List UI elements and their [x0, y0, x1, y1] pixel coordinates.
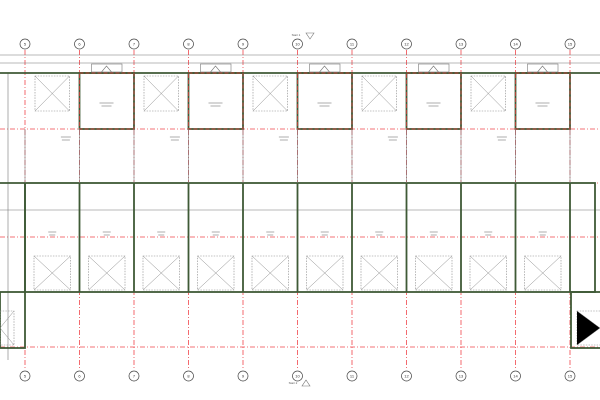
- grid-bubble-label: 11: [350, 42, 355, 47]
- grid-bubble: [237, 370, 249, 382]
- corner-stair-enclosure: [570, 291, 600, 349]
- grid-bubbles-top: 5 6 7 8 9 10 11 12 13 14 15: [19, 38, 576, 50]
- stair-opening-cross: [88, 255, 126, 291]
- grid-bubble-label: 12: [404, 42, 409, 47]
- grid-bubbles-bottom: 5 6 7 8 9 10 11 12 13 14 15: [19, 370, 576, 382]
- grid-bubble: [401, 370, 412, 382]
- room-enclosure: [514, 72, 571, 130]
- grid-bubble: [128, 38, 140, 50]
- grid-bubble-label: 14: [513, 374, 518, 379]
- grid-bubble-label: 11: [350, 374, 355, 379]
- grid-bubble: [564, 38, 576, 50]
- grid-bubble-label: 15: [568, 374, 573, 379]
- stair-opening-cross: [469, 255, 507, 291]
- door-swing-icon: [210, 65, 221, 73]
- grid-bubble: [292, 370, 303, 382]
- door-symbol: [527, 63, 559, 73]
- grid-bubble-label: 9: [242, 42, 245, 47]
- grid-lines: [0, 50, 600, 368]
- door-symbol: [418, 63, 450, 73]
- grid-bubble: [510, 38, 521, 50]
- stair-opening: [143, 75, 179, 112]
- stair-opening-cross: [470, 75, 506, 112]
- stair-opening: [252, 75, 288, 112]
- grid-bubble: [346, 38, 358, 50]
- room-gridline-overlay: [515, 72, 571, 130]
- grid-bubble: [346, 370, 358, 382]
- room-gridline-overlay: [406, 72, 462, 130]
- stair-opening-cross: [0, 310, 15, 346]
- room-gridline-overlay: [297, 72, 353, 130]
- door-swing-icon: [537, 65, 548, 73]
- grid-bubble: [564, 370, 576, 382]
- room-gridline-overlay: [188, 72, 244, 130]
- room-gridline-overlay: [79, 72, 135, 130]
- grid-bubble-label: 12: [404, 374, 409, 379]
- grid-bubble-label: 13: [459, 42, 464, 47]
- grid-bubble-label: 8: [187, 42, 190, 47]
- section-marker-top-label: Stair 1: [292, 33, 301, 37]
- stair-opening: [361, 75, 397, 112]
- stair-opening-cross: [306, 255, 344, 291]
- walls: [0, 54, 600, 360]
- section-marker-bottom-label: Stair 2: [289, 381, 298, 385]
- grid-bubble-label: 7: [133, 42, 136, 47]
- grid-bubble: [292, 38, 303, 50]
- door-symbol: [309, 63, 341, 73]
- room-enclosure: [187, 72, 244, 130]
- grid-bubble: [19, 38, 31, 50]
- corner-stair-enclosure: [0, 291, 26, 349]
- stair-opening: [34, 75, 70, 112]
- stair-opening: [470, 75, 506, 112]
- section-marker-top-icon: [305, 32, 315, 40]
- grid-bubble-label: 6: [78, 42, 81, 47]
- grid-bubble: [74, 370, 85, 382]
- grid-bubble-label: 5: [24, 42, 27, 47]
- door-swing-icon: [428, 65, 439, 73]
- grid-bubble-label: 15: [568, 42, 573, 47]
- room-enclosure: [296, 72, 353, 130]
- stair-opening-cross: [252, 75, 288, 112]
- grid-bubble-label: 14: [513, 42, 518, 47]
- stair-openings: [0, 63, 600, 346]
- stair-opening-cross: [143, 75, 179, 112]
- grid-bubble-label: 8: [187, 374, 190, 379]
- grid-bubble: [455, 370, 467, 382]
- grid-bubble-label: 5: [24, 374, 27, 379]
- stair-opening-cross: [197, 255, 235, 291]
- room-row-enclosure: [24, 182, 596, 293]
- grid-bubble: [510, 370, 521, 382]
- stair-opening-cross: [360, 255, 398, 291]
- grid-bubble: [128, 370, 140, 382]
- section-marker-bottom-icon: [301, 379, 311, 387]
- stair-opening-cross: [33, 255, 71, 291]
- grid-bubble: [19, 370, 31, 382]
- grid-bubble: [455, 38, 467, 50]
- grid-bubble: [74, 38, 85, 50]
- stair-opening-cross: [524, 255, 562, 291]
- room-enclosure: [78, 72, 135, 130]
- stair-opening-cross: [576, 310, 600, 346]
- stair-opening-cross: [142, 255, 180, 291]
- stair-opening: [0, 310, 15, 346]
- door-swing-icon: [101, 65, 112, 73]
- stair-opening-cross: [251, 255, 289, 291]
- stair-opening-cross: [34, 75, 70, 112]
- door-swing-icon: [319, 65, 330, 73]
- grid-bubble-label: 9: [242, 374, 245, 379]
- grid-bubble-label: 6: [78, 374, 81, 379]
- grid-bubble-label: 13: [459, 374, 464, 379]
- grid-bubble-label: 10: [295, 374, 300, 379]
- door-symbol: [200, 63, 232, 73]
- grid-bubble-label: 7: [133, 374, 136, 379]
- grid-bubble: [401, 38, 412, 50]
- stair-opening-cross: [361, 75, 397, 112]
- grid-bubble: [183, 38, 194, 50]
- grid-bubble: [237, 38, 249, 50]
- door-symbol: [91, 63, 123, 73]
- room-enclosure: [405, 72, 462, 130]
- grid-bubble-label: 10: [295, 42, 300, 47]
- grid-bubble: [183, 370, 194, 382]
- stair-opening-cross: [415, 255, 453, 291]
